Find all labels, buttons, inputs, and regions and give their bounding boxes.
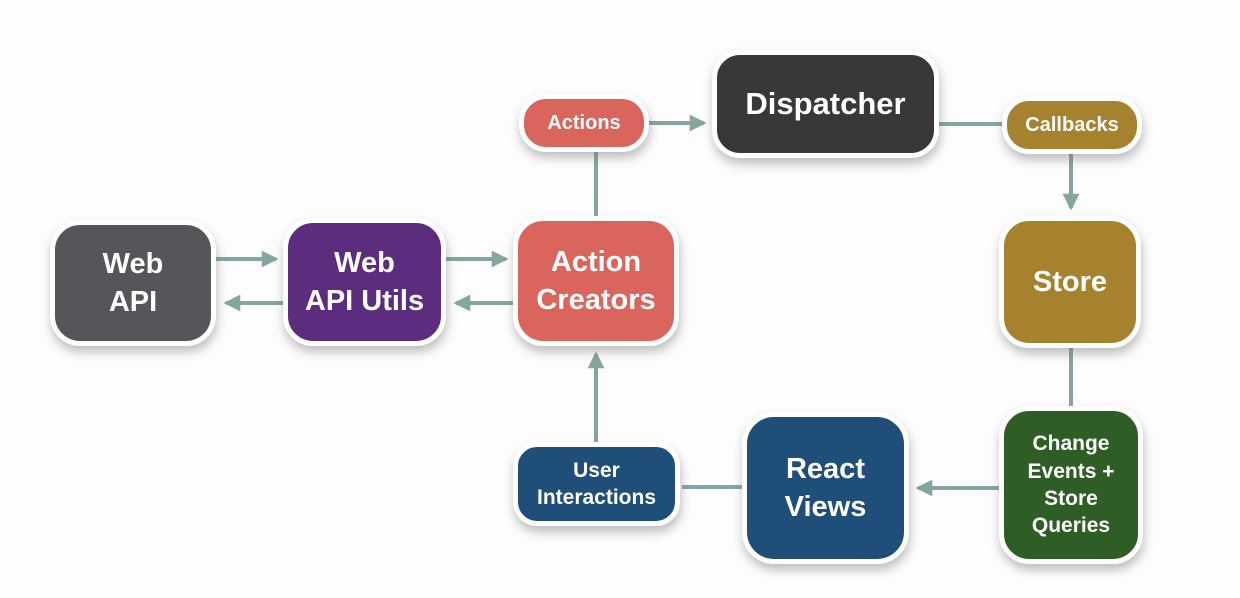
node-store: Store xyxy=(999,216,1141,348)
node-actions: Actions xyxy=(519,94,649,152)
node-callbacks-label: Callbacks xyxy=(1025,113,1119,136)
node-web-api-utils-label: Web API Utils xyxy=(304,246,425,317)
node-user-interactions: User Interactions xyxy=(513,442,680,526)
node-action-creators-label: Action Creators xyxy=(536,245,656,316)
node-user-interactions-label: User Interactions xyxy=(536,458,657,509)
node-web-api: Web API xyxy=(50,220,216,346)
node-action-creators: Action Creators xyxy=(513,216,679,346)
node-actions-label: Actions xyxy=(547,111,621,134)
node-dispatcher-label: Dispatcher xyxy=(745,86,906,121)
node-dispatcher: Dispatcher xyxy=(712,50,939,158)
node-web-api-label: Web API xyxy=(102,247,164,318)
node-web-api-utils: Web API Utils xyxy=(283,218,446,346)
node-react-views-label: React Views xyxy=(784,452,867,523)
node-store-label: Store xyxy=(1032,265,1108,298)
node-callbacks: Callbacks xyxy=(1002,96,1142,154)
node-change-events-store-queries-label: Change Events + Store Queries xyxy=(1027,432,1115,538)
node-change-events-store-queries: Change Events + Store Queries xyxy=(999,406,1143,564)
node-react-views: React Views xyxy=(742,412,909,564)
